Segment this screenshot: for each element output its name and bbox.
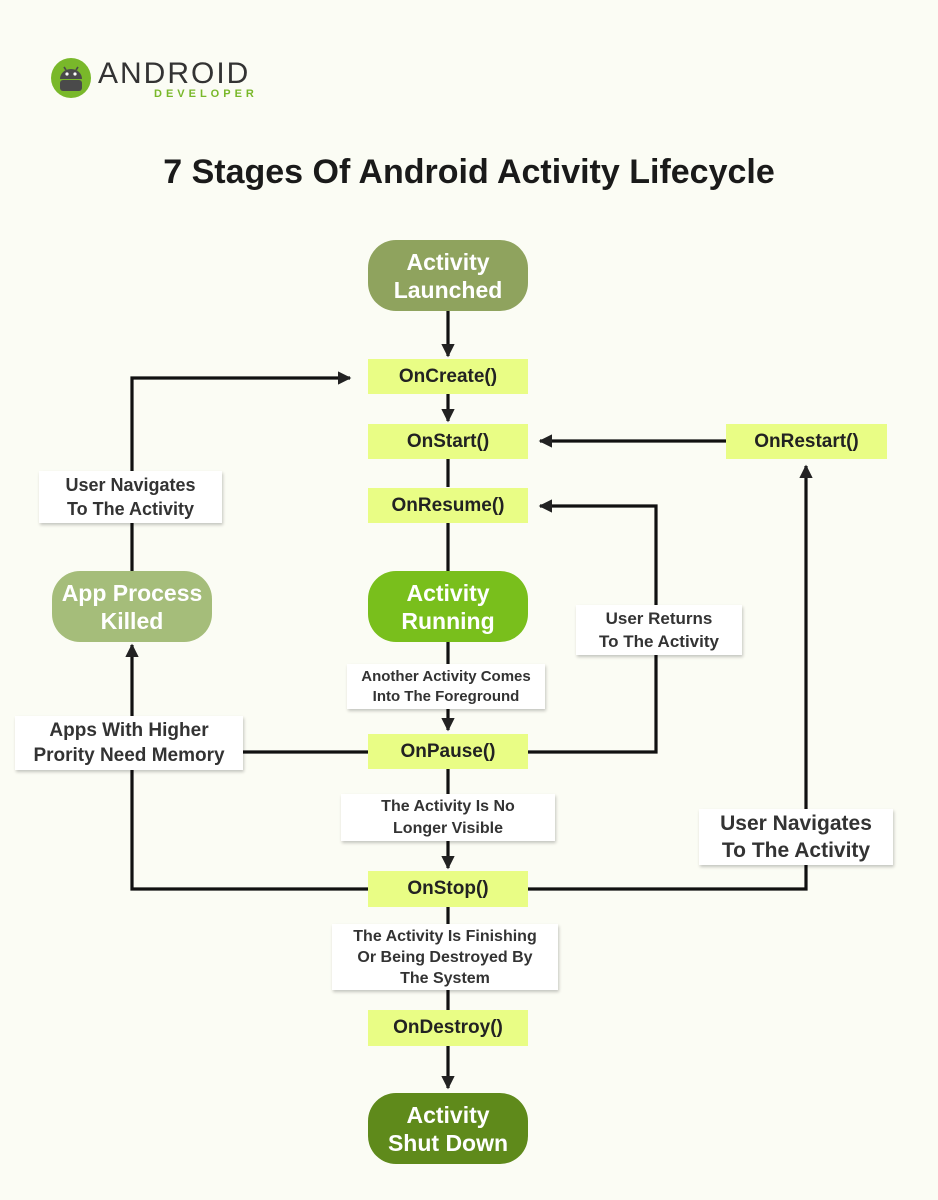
label-no-longer-visible: The Activity Is No Longer Visible <box>341 794 555 841</box>
label-finishing-or-destroyed: The Activity Is Finishing Or Being Destr… <box>332 924 558 990</box>
state-app-process-killed: App Process Killed <box>52 571 212 642</box>
method-ondestroy: OnDestroy() <box>368 1010 528 1046</box>
label-higher-priority-memory: Apps With Higher Prority Need Memory <box>15 716 243 770</box>
state-activity-running: Activity Running <box>368 571 528 642</box>
state-activity-shut-down: Activity Shut Down <box>368 1093 528 1164</box>
method-oncreate: OnCreate() <box>368 359 528 394</box>
line-stop-to-left <box>130 752 368 891</box>
page-title: 7 Stages Of Android Activity Lifecycle <box>163 153 775 191</box>
android-developer-logo: ANDROID DEVELOPER <box>50 57 254 101</box>
method-onstart: OnStart() <box>368 424 528 459</box>
label-user-returns: User Returns To The Activity <box>576 605 742 655</box>
label-another-activity-foreground: Another Activity Comes Into The Foregrou… <box>347 664 545 709</box>
arrow-stop-to-restart <box>528 464 813 891</box>
label-user-navigates-right: User Navigates To The Activity <box>699 809 893 865</box>
method-onrestart: OnRestart() <box>726 424 887 459</box>
state-activity-launched: Activity Launched <box>368 240 528 311</box>
logo-sub-text: DEVELOPER <box>154 88 258 100</box>
method-onstop: OnStop() <box>368 871 528 907</box>
method-onresume: OnResume() <box>368 488 528 523</box>
logo-brand-text: ANDROID <box>98 57 251 90</box>
android-robot-icon <box>51 58 91 98</box>
method-onpause: OnPause() <box>368 734 528 769</box>
label-user-navigates-left: User Navigates To The Activity <box>39 471 222 523</box>
